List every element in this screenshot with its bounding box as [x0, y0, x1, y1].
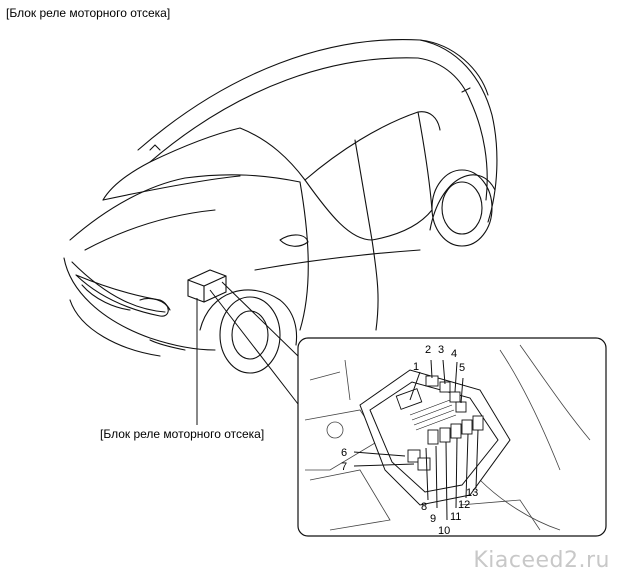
relay-number-3: 3 [438, 344, 444, 356]
relay-number-10: 10 [438, 525, 450, 537]
relay-box-on-car [187, 269, 227, 303]
relay-number-2: 2 [425, 344, 431, 356]
relay-number-1: 1 [413, 361, 419, 373]
watermark: Kiaceed2.ru [473, 548, 610, 573]
callout-leaders [196, 281, 299, 425]
relay-number-9: 9 [430, 513, 436, 525]
relay-number-6: 6 [341, 447, 347, 459]
relay-number-7: 7 [341, 461, 347, 473]
page-title: [Блок реле моторного отсека] [6, 6, 171, 20]
relay-number-8: 8 [421, 501, 427, 513]
relay-number-11: 11 [450, 511, 461, 523]
relay-number-13: 13 [466, 487, 478, 499]
relay-number-12: 12 [458, 499, 470, 511]
detail-inset: 1 2 3 4 5 6 7 8 9 10 11 12 13 [297, 337, 607, 537]
relay-number-5: 5 [459, 362, 465, 374]
relay-number-4: 4 [451, 348, 457, 360]
car-outline [63, 38, 498, 374]
callout-label: [Блок реле моторного отсека] [100, 427, 265, 441]
